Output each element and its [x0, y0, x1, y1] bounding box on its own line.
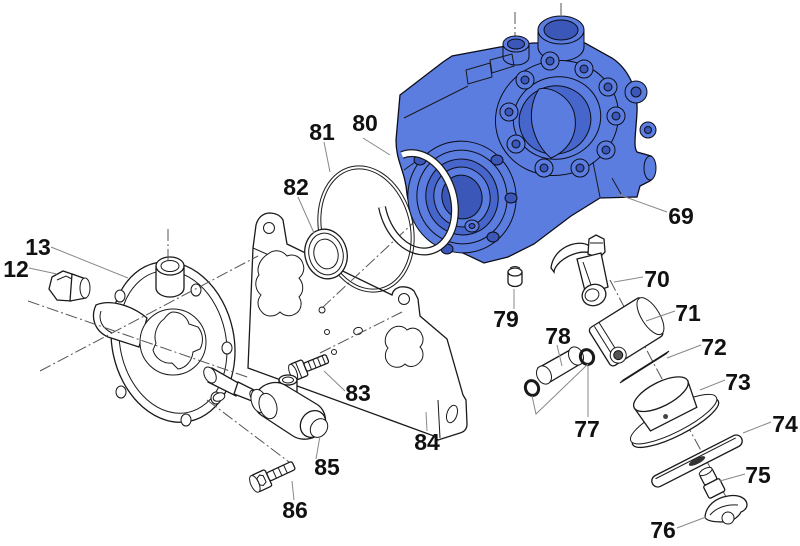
callout-72: 72	[701, 334, 727, 360]
part-13-bearing-cover	[92, 256, 259, 427]
callout-13: 13	[25, 234, 51, 260]
part-71-piston	[588, 297, 665, 367]
callout-82: 82	[283, 174, 309, 200]
part-86-socket-screw	[249, 461, 296, 493]
part-85-valve-assembly	[250, 374, 329, 440]
part-80-snap-ring	[378, 149, 459, 256]
part-74-plate	[651, 434, 743, 488]
callout-78: 78	[545, 323, 571, 349]
callout-12: 12	[3, 256, 29, 282]
callout-labels: 12 13 69 70 71 72 73 74 75 76 77 78 79 8…	[3, 110, 798, 543]
part-83-hex-bolt	[288, 354, 330, 381]
bolt-bosses	[499, 51, 626, 178]
callout-79: 79	[493, 306, 519, 332]
callout-77: 77	[574, 416, 600, 442]
callout-80: 80	[352, 110, 378, 136]
part-77-o-rings	[523, 348, 596, 397]
part-73-valve-support	[629, 376, 720, 449]
callout-71: 71	[675, 300, 701, 326]
part-84-mounting-bracket	[247, 212, 468, 441]
part-72-shim-ring	[619, 350, 670, 384]
callout-69: 69	[668, 203, 694, 229]
part-79-plug	[507, 266, 523, 288]
callout-73: 73	[725, 369, 751, 395]
part-75-nipple	[698, 466, 726, 499]
callout-85: 85	[314, 454, 340, 480]
part-78-pin	[535, 346, 585, 385]
callout-76: 76	[650, 517, 676, 543]
part-70-rod-guide	[550, 234, 609, 307]
callout-86: 86	[282, 497, 308, 523]
callout-84: 84	[414, 429, 440, 455]
part-69-crankcase	[395, 15, 657, 264]
callout-70: 70	[644, 266, 670, 292]
callout-83: 83	[345, 380, 371, 406]
part-76-cap	[704, 494, 748, 525]
part-82-oil-seal	[304, 228, 348, 280]
leader-lines	[28, 137, 772, 529]
part-12-hex-plug	[48, 270, 91, 302]
callout-81: 81	[309, 119, 335, 145]
callout-75: 75	[745, 462, 771, 488]
callout-74: 74	[772, 411, 798, 437]
